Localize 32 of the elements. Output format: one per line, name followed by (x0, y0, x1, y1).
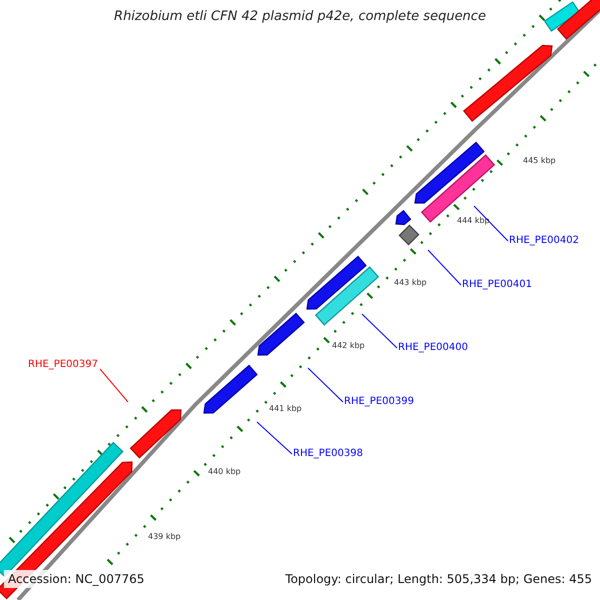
gene-bar (544, 1, 580, 32)
tick-label: 441 kbp (269, 404, 302, 413)
gene-block (257, 312, 305, 356)
gene-block (130, 409, 182, 459)
gene-bar (314, 266, 380, 326)
gene-label: RHE_PE00397 (28, 359, 98, 370)
leader-line (362, 314, 398, 348)
gene-diamond (398, 224, 420, 246)
tick-label: 439 kbp (148, 532, 181, 541)
gene-label: RHE_PE00400 (398, 342, 468, 353)
gene-bar (420, 154, 496, 223)
gene-label: RHE_PE00398 (293, 448, 363, 459)
tick-label: 440 kbp (208, 467, 241, 476)
gene-block (414, 142, 485, 204)
leader-line (100, 368, 128, 402)
leader-line (256, 422, 292, 454)
gene-label: RHE_PE00402 (509, 235, 579, 246)
gene-block (463, 44, 553, 122)
leader-line (308, 368, 344, 402)
tick-label: 444 kbp (457, 216, 490, 225)
gene-block (306, 256, 367, 310)
gene-label: RHE_PE00401 (462, 279, 532, 290)
tick-label: 443 kbp (394, 278, 427, 287)
gene-block (203, 364, 258, 414)
gene-label: RHE_PE00399 (344, 396, 414, 407)
gene-block (556, 0, 600, 40)
tick-label: 445 kbp (523, 156, 556, 165)
tick-label: 442 kbp (332, 341, 365, 350)
gene-block (395, 210, 412, 226)
leader-line (428, 250, 462, 286)
map-title: Rhizobium etli CFN 42 plasmid p42e, complete sequence (114, 9, 486, 24)
leader-line (474, 206, 508, 242)
